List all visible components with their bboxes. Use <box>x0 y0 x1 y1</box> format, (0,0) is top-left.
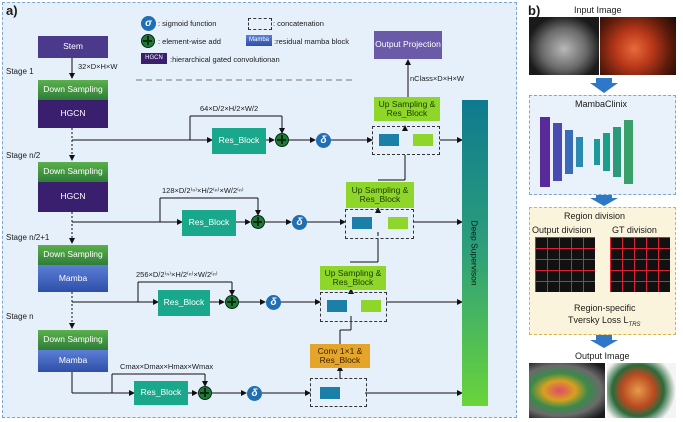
stage-label: Stage 1 <box>6 67 34 76</box>
mamba-block: Mamba <box>38 265 108 292</box>
feature-dim-label: 64×D/2×H/2×W/2 <box>200 104 259 113</box>
volume-render-image <box>600 17 676 75</box>
concat-legend-icon <box>248 18 272 30</box>
gt-division-label: GT division <box>612 225 657 235</box>
stem-block: Stem <box>38 36 108 58</box>
hgcn-legend-chip: HGCN <box>141 53 167 64</box>
down-sampling-block: Down Sampling <box>38 245 108 265</box>
sigmoid-icon: δ <box>266 295 281 310</box>
sigmoid-icon: δ <box>247 386 262 401</box>
up-sampling-block: Up Sampling & Res_Block <box>374 97 440 121</box>
output-division-label: Output division <box>532 225 592 235</box>
ct-scan-image <box>529 17 599 75</box>
region-division-label: Region division <box>564 211 626 221</box>
deep-supervision-bar: Deep Supervison <box>462 100 488 406</box>
mamba-block: Mamba <box>38 350 108 372</box>
hgcn-block: HGCN <box>38 182 108 212</box>
concat-group <box>345 209 414 239</box>
up-sampling-block: Up Sampling & Res_Block <box>346 182 414 208</box>
feature-cube <box>352 217 372 229</box>
mamba-legend-chip: Mamba <box>246 35 272 46</box>
concat-group <box>310 378 367 407</box>
input-image-label: Input Image <box>574 5 622 15</box>
concat-group <box>372 126 440 155</box>
hgcn-legend-text: :hierarchical gated convolutionan <box>170 55 280 64</box>
feature-dim-label: 256×D/2⁽ⁿ⁾×H/2⁽ⁿ⁾×W/2⁽ⁿ⁾ <box>136 270 218 279</box>
gt-division-image <box>610 237 670 292</box>
add-icon <box>251 215 265 229</box>
feature-dim-label: Cmax×Dmax×Hmax×Wmax <box>120 362 214 371</box>
feature-cube <box>320 387 340 399</box>
res-block: Res_Block <box>182 210 236 236</box>
stage-label: Stage n/2 <box>6 151 41 160</box>
add-legend-icon <box>141 34 155 48</box>
input-dim-label: 32×D×H×W <box>78 62 118 71</box>
sigmoid-icon: δ <box>292 215 307 230</box>
panel-a-label: a) <box>6 3 18 18</box>
down-sampling-block: Down Sampling <box>38 162 108 182</box>
stage-label: Stage n/2+1 <box>6 233 50 242</box>
sigmoid-legend-icon: σ <box>141 16 156 31</box>
model-label: MambaClinix <box>575 99 628 109</box>
concat-legend-text: : concatenation <box>273 19 324 28</box>
add-legend-text: : element-wise add <box>158 37 221 46</box>
feature-cube <box>361 300 381 312</box>
feature-dim-label: 128×D/2⁽ⁿ⁾×H/2⁽ⁿ⁾×W/2⁽ⁿ⁾ <box>162 186 244 195</box>
up-sampling-block: Up Sampling & Res_Block <box>320 266 386 290</box>
hgcn-block: HGCN <box>38 100 108 128</box>
segmentation-output-image <box>529 363 605 418</box>
concat-group <box>320 292 387 322</box>
res-block: Res_Block <box>212 128 266 154</box>
mamba-legend-text: :residual mamba block <box>274 37 350 46</box>
add-icon <box>225 295 239 309</box>
output-division-image <box>535 237 595 292</box>
output-projection-block: Output Projection <box>374 31 442 59</box>
down-sampling-block: Down Sampling <box>38 330 108 350</box>
feature-cube <box>388 217 408 229</box>
down-sampling-block: Down Sampling <box>38 80 108 100</box>
stage-label: Stage n <box>6 312 34 321</box>
feature-cube <box>413 134 433 146</box>
3d-output-image <box>607 363 676 418</box>
sigmoid-legend-text: : sigmoid function <box>158 19 217 28</box>
res-block: Res_Block <box>134 381 188 405</box>
output-dim-label: nClass×D×H×W <box>410 74 464 83</box>
feature-cube <box>379 134 399 146</box>
loss-line-1: Region-specific <box>574 303 636 313</box>
loss-line-2: Tversky Loss LTRS <box>568 315 641 328</box>
res-block: Res_Block <box>158 290 210 316</box>
sigmoid-icon: δ <box>316 133 331 148</box>
conv-block: Conv 1×1 & Res_Block <box>310 344 370 368</box>
panel-b-label: b) <box>528 3 541 18</box>
add-icon <box>275 133 289 147</box>
add-icon <box>198 386 212 400</box>
output-image-label: Output Image <box>575 351 630 361</box>
feature-cube <box>327 300 347 312</box>
